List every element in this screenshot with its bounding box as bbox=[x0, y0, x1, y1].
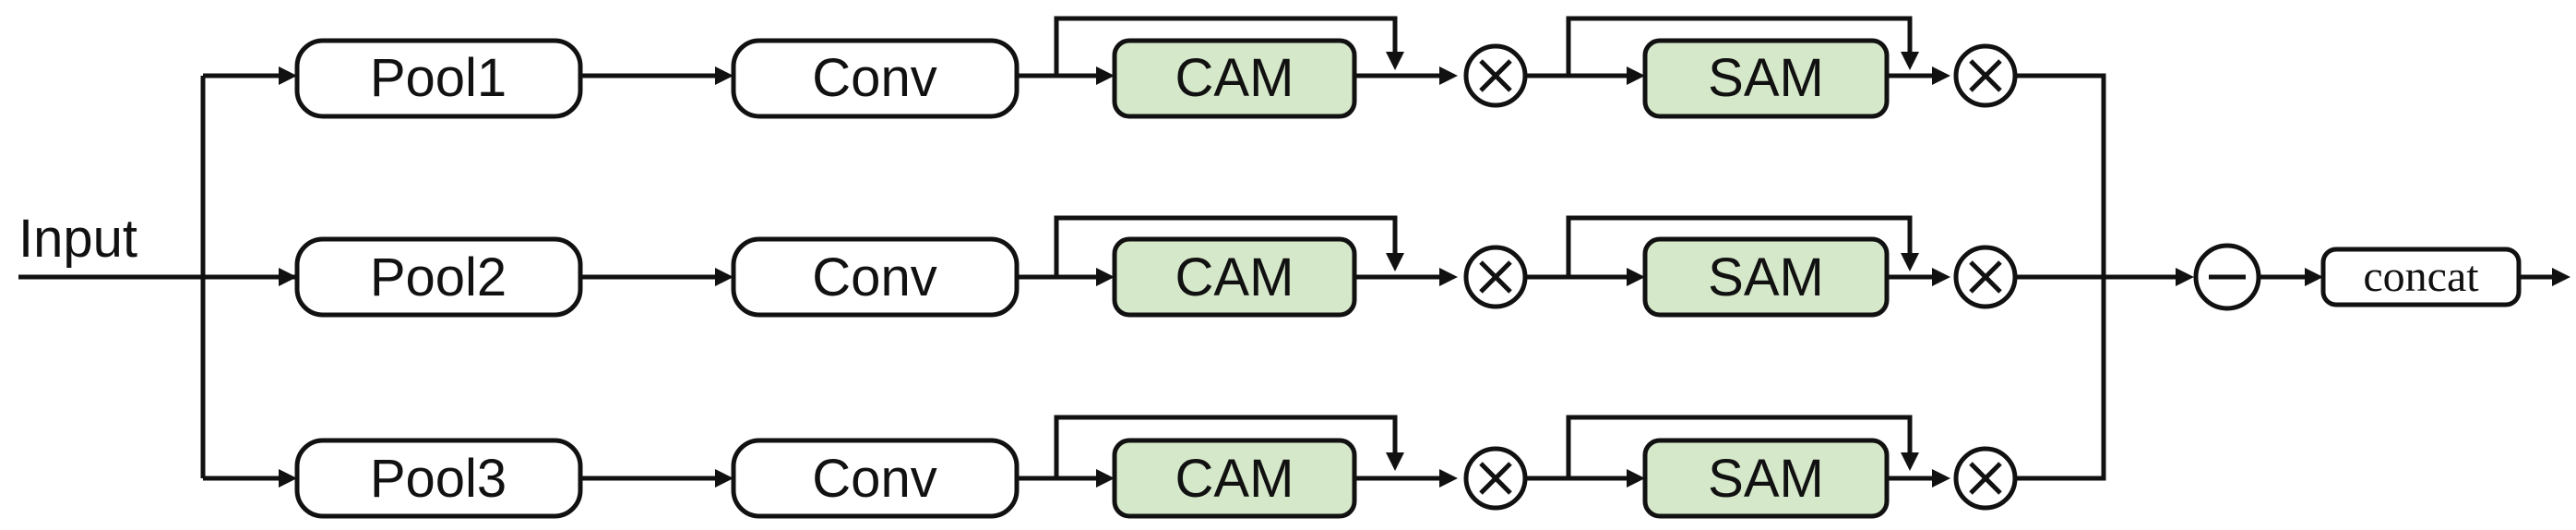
cam-label-1: CAM bbox=[1175, 48, 1294, 108]
conv-label-2: Conv bbox=[812, 247, 936, 307]
concat-label: concat bbox=[2363, 252, 2479, 301]
multiply-operator-1b bbox=[1953, 43, 2018, 108]
row-2: Pool2 Conv CAM SAM bbox=[279, 215, 2194, 318]
pool1-label: Pool1 bbox=[370, 48, 507, 108]
subtract-operator bbox=[2193, 243, 2261, 311]
sam-label-1: SAM bbox=[1708, 48, 1824, 108]
cam-skip-2 bbox=[1054, 215, 1398, 277]
multiply-operator-3b bbox=[1953, 446, 2018, 511]
pool3-label: Pool3 bbox=[370, 449, 507, 509]
multiply-operator-3a bbox=[1463, 446, 1528, 511]
multiply-operator-2a bbox=[1463, 245, 1528, 309]
conv-label-1: Conv bbox=[812, 48, 936, 108]
cam-skip-3 bbox=[1054, 415, 1398, 478]
input-label: Input bbox=[18, 209, 137, 269]
sam-box-1 bbox=[1642, 38, 1890, 119]
sam-skip-3 bbox=[1566, 415, 1913, 478]
cam-box-1 bbox=[1112, 38, 1357, 119]
sam-label-3: SAM bbox=[1708, 449, 1824, 509]
pool2-label: Pool2 bbox=[370, 247, 507, 307]
cam-skip-1 bbox=[1054, 16, 1398, 76]
multiply-operator-2b bbox=[1953, 245, 2018, 309]
cam-label-2: CAM bbox=[1175, 247, 1294, 307]
pool1-box bbox=[294, 38, 583, 119]
row-1: Pool1 Conv CAM SAM bbox=[203, 16, 2106, 277]
conv-label-3: Conv bbox=[812, 449, 936, 509]
conv-box-1 bbox=[731, 38, 1020, 119]
row-3: Pool3 Conv CAM SAM bbox=[203, 277, 2106, 519]
sam-skip-2 bbox=[1566, 215, 1913, 277]
sam-skip-1 bbox=[1566, 16, 1913, 76]
sam-label-2: SAM bbox=[1708, 247, 1824, 307]
cam-label-3: CAM bbox=[1175, 449, 1294, 509]
multiply-operator-1a bbox=[1463, 43, 1528, 108]
